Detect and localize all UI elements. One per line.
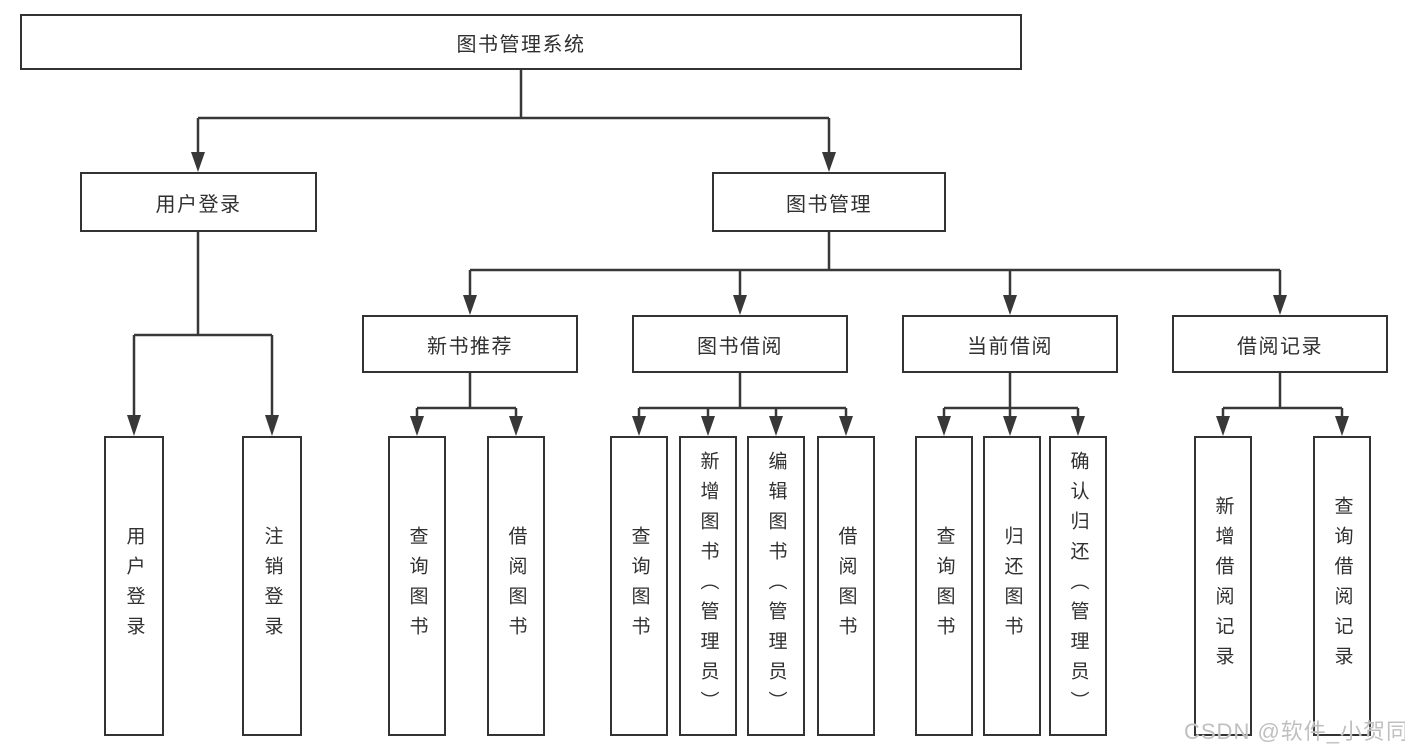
node-current-borrow-label: 当前借阅 [967, 335, 1053, 358]
leaf-borrow-books-label: 借阅图书 [835, 526, 857, 646]
node-current-borrow: 当前借阅 [902, 315, 1118, 373]
node-borrow-records: 借阅记录 [1172, 315, 1388, 373]
node-new-book-recommend-label: 新书推荐 [427, 335, 513, 358]
node-book-management-label: 图书管理 [786, 193, 872, 216]
node-new-book-recommend: 新书推荐 [362, 315, 578, 373]
node-book-borrow: 图书借阅 [632, 315, 848, 373]
leaf-query-borrow-record-label: 查询借阅记录 [1331, 496, 1353, 676]
node-user-login: 用户登录 [80, 172, 317, 232]
node-book-management: 图书管理 [712, 172, 946, 232]
leaf-confirm-return-admin-label: 确认归还（管理员） [1067, 451, 1089, 721]
node-borrow-records-label: 借阅记录 [1237, 335, 1323, 358]
leaf-logout-label: 注销登录 [261, 526, 283, 646]
leaf-return-books-label: 归还图书 [1001, 526, 1023, 646]
leaf-borrow-books: 借阅图书 [817, 436, 875, 736]
leaf-logout: 注销登录 [242, 436, 302, 736]
leaf-query-books-recommend: 查询图书 [388, 436, 446, 736]
node-user-login-label: 用户登录 [155, 193, 242, 216]
leaf-query-books-recommend-label: 查询图书 [406, 526, 428, 646]
leaf-add-borrow-record-label: 新增借阅记录 [1212, 496, 1234, 676]
leaf-user-login: 用户登录 [104, 436, 164, 736]
leaf-query-borrow-record: 查询借阅记录 [1313, 436, 1371, 736]
leaf-borrow-books-recommend-label: 借阅图书 [505, 526, 527, 646]
leaf-edit-books-admin: 编辑图书（管理员） [747, 436, 805, 736]
leaf-query-books-current-label: 查询图书 [933, 526, 955, 646]
leaf-edit-books-admin-label: 编辑图书（管理员） [765, 451, 787, 721]
leaf-query-books-borrow-label: 查询图书 [628, 526, 650, 646]
leaf-add-books-admin-label: 新增图书（管理员） [697, 451, 719, 721]
leaf-borrow-books-recommend: 借阅图书 [487, 436, 545, 736]
csdn-watermark: CSDN @软件_小贺同学 [1184, 719, 1405, 744]
node-root-label: 图书管理系统 [456, 33, 586, 56]
leaf-user-login-label: 用户登录 [123, 526, 145, 646]
node-root: 图书管理系统 [20, 14, 1022, 70]
leaf-query-books-borrow: 查询图书 [610, 436, 668, 736]
leaf-add-borrow-record: 新增借阅记录 [1194, 436, 1252, 736]
node-book-borrow-label: 图书借阅 [697, 335, 783, 358]
leaf-return-books: 归还图书 [983, 436, 1041, 736]
leaf-confirm-return-admin: 确认归还（管理员） [1049, 436, 1107, 736]
leaf-query-books-current: 查询图书 [915, 436, 973, 736]
leaf-add-books-admin: 新增图书（管理员） [679, 436, 737, 736]
